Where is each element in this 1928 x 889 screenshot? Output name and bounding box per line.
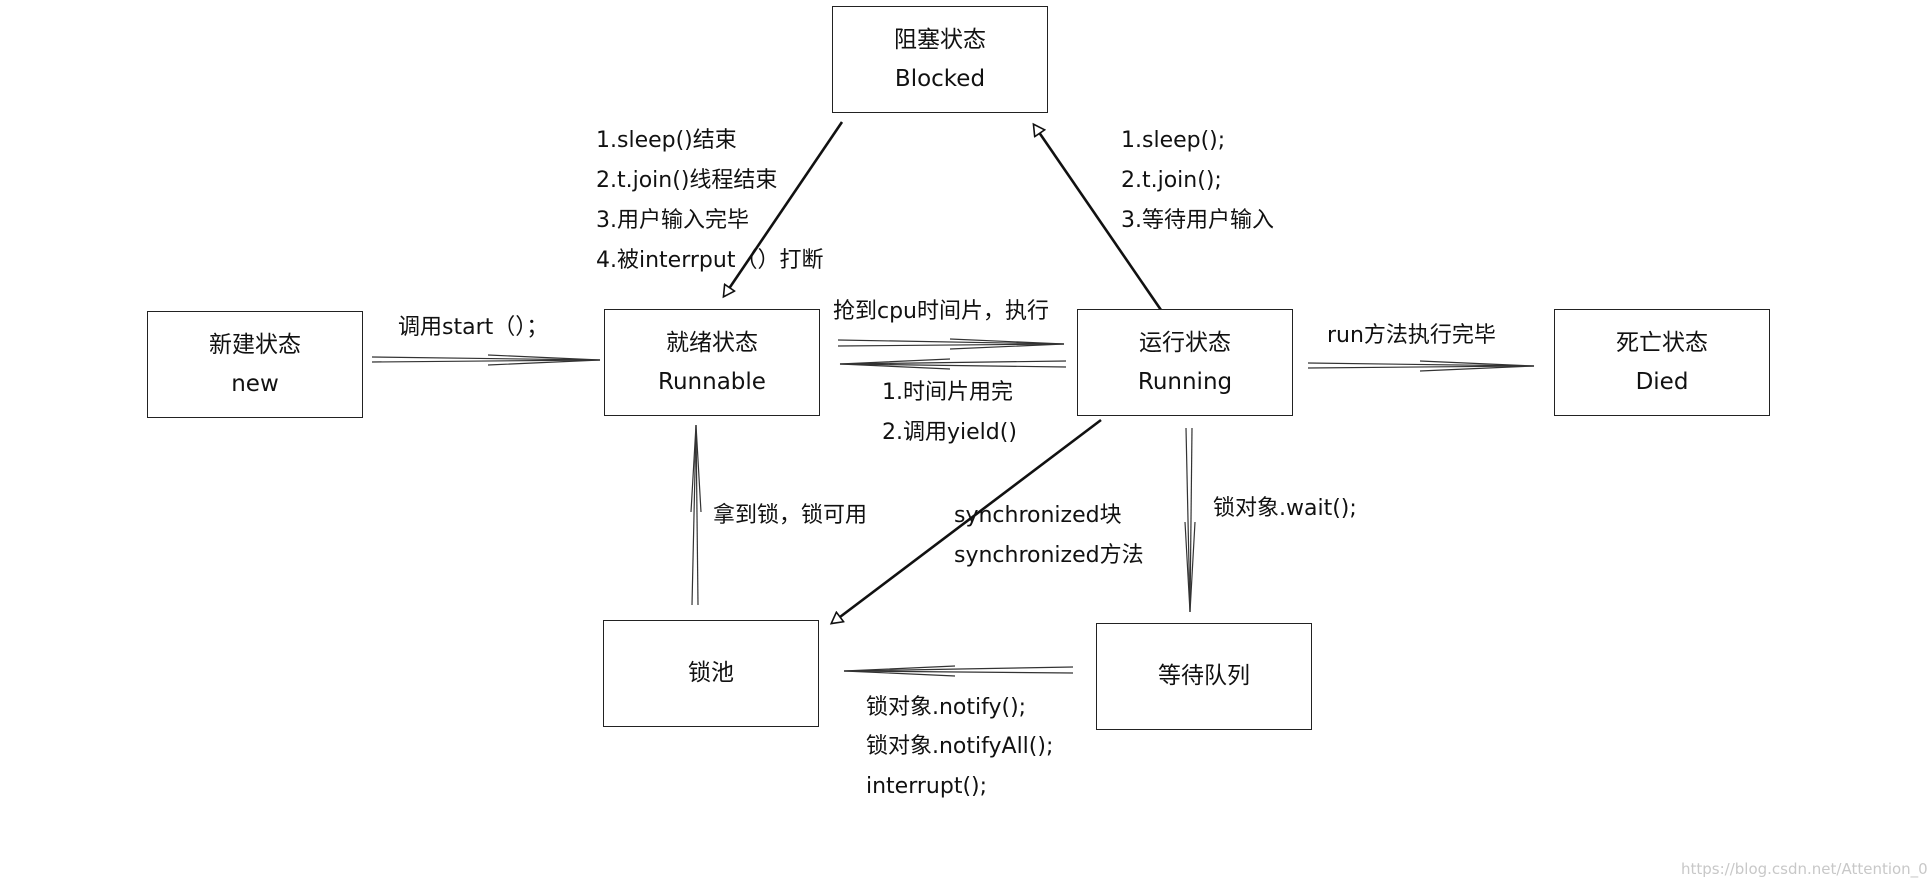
label-running-to-waitqueue: 锁对象.wait(); [1213, 496, 1357, 521]
arrow-lockpool-to-runnable [690, 424, 702, 606]
label-running-to-blocked-2: 2.t.join(); [1121, 168, 1222, 193]
state-blocked-en: Blocked [894, 65, 986, 92]
label-new-to-runnable: 调用start（）； [398, 315, 549, 340]
label-running-to-blocked-1: 1.sleep(); [1121, 128, 1226, 153]
arrow-new-to-runnable [371, 354, 601, 366]
label-blocked-to-runnable-3: 3.用户输入完毕 [596, 208, 749, 233]
arrow-blocked-to-runnable [724, 121, 844, 296]
label-blocked-to-runnable-1: 1.sleep()结束 [596, 128, 737, 153]
label-waitqueue-to-lockpool-3: interrupt(); [866, 774, 988, 799]
label-runnable-to-running: 抢到cpu时间片，执行 [833, 299, 1050, 324]
watermark: https://blog.csdn.net/Attention_0 [1681, 860, 1928, 878]
label-waitqueue-to-lockpool-2: 锁对象.notifyAll(); [866, 734, 1054, 759]
state-died-en: Died [1635, 368, 1689, 395]
state-running-cn: 运行状态 [1139, 329, 1231, 356]
wait-queue-label: 等待队列 [1158, 663, 1250, 689]
state-runnable-cn: 就绪状态 [666, 329, 758, 356]
lock-pool: 锁池 [603, 620, 819, 727]
arrow-running-to-runnable [839, 358, 1067, 370]
arrow-runnable-to-running [837, 338, 1065, 350]
state-running: 运行状态 Running [1077, 309, 1293, 416]
state-running-en: Running [1137, 368, 1233, 395]
arrow-running-to-died [1307, 360, 1535, 372]
arrow-waitqueue-to-lockpool [843, 665, 1074, 677]
state-died: 死亡状态 Died [1554, 309, 1770, 416]
label-lockpool-to-runnable: 拿到锁，锁可用 [713, 503, 868, 528]
label-running-to-died: run方法执行完毕 [1327, 323, 1496, 348]
label-running-to-lockpool-1: synchronized块 [954, 503, 1122, 528]
state-new-cn: 新建状态 [209, 331, 301, 358]
state-new-en: new [231, 370, 279, 397]
label-running-to-runnable-1: 1.时间片用完 [882, 380, 1013, 405]
label-blocked-to-runnable-2: 2.t.join()线程结束 [596, 168, 778, 193]
lock-pool-label: 锁池 [688, 660, 734, 686]
state-blocked-cn: 阻塞状态 [894, 26, 986, 53]
state-died-cn: 死亡状态 [1616, 329, 1708, 356]
arrow-running-to-lockpool [832, 418, 1102, 623]
label-running-to-runnable-2: 2.调用yield() [882, 420, 1017, 445]
state-new: 新建状态 new [147, 311, 363, 418]
state-runnable: 就绪状态 Runnable [604, 309, 820, 416]
state-blocked: 阻塞状态 Blocked [832, 6, 1048, 113]
arrow-running-to-waitqueue [1184, 427, 1196, 613]
label-running-to-blocked-3: 3.等待用户输入 [1121, 208, 1274, 233]
label-waitqueue-to-lockpool-1: 锁对象.notify(); [866, 695, 1027, 720]
state-runnable-en: Runnable [658, 368, 766, 395]
arrow-running-to-blocked [1034, 125, 1163, 311]
label-blocked-to-runnable-4: 4.被interrput（）打断 [596, 248, 824, 273]
label-running-to-lockpool-2: synchronized方法 [954, 543, 1144, 568]
wait-queue: 等待队列 [1096, 623, 1312, 730]
